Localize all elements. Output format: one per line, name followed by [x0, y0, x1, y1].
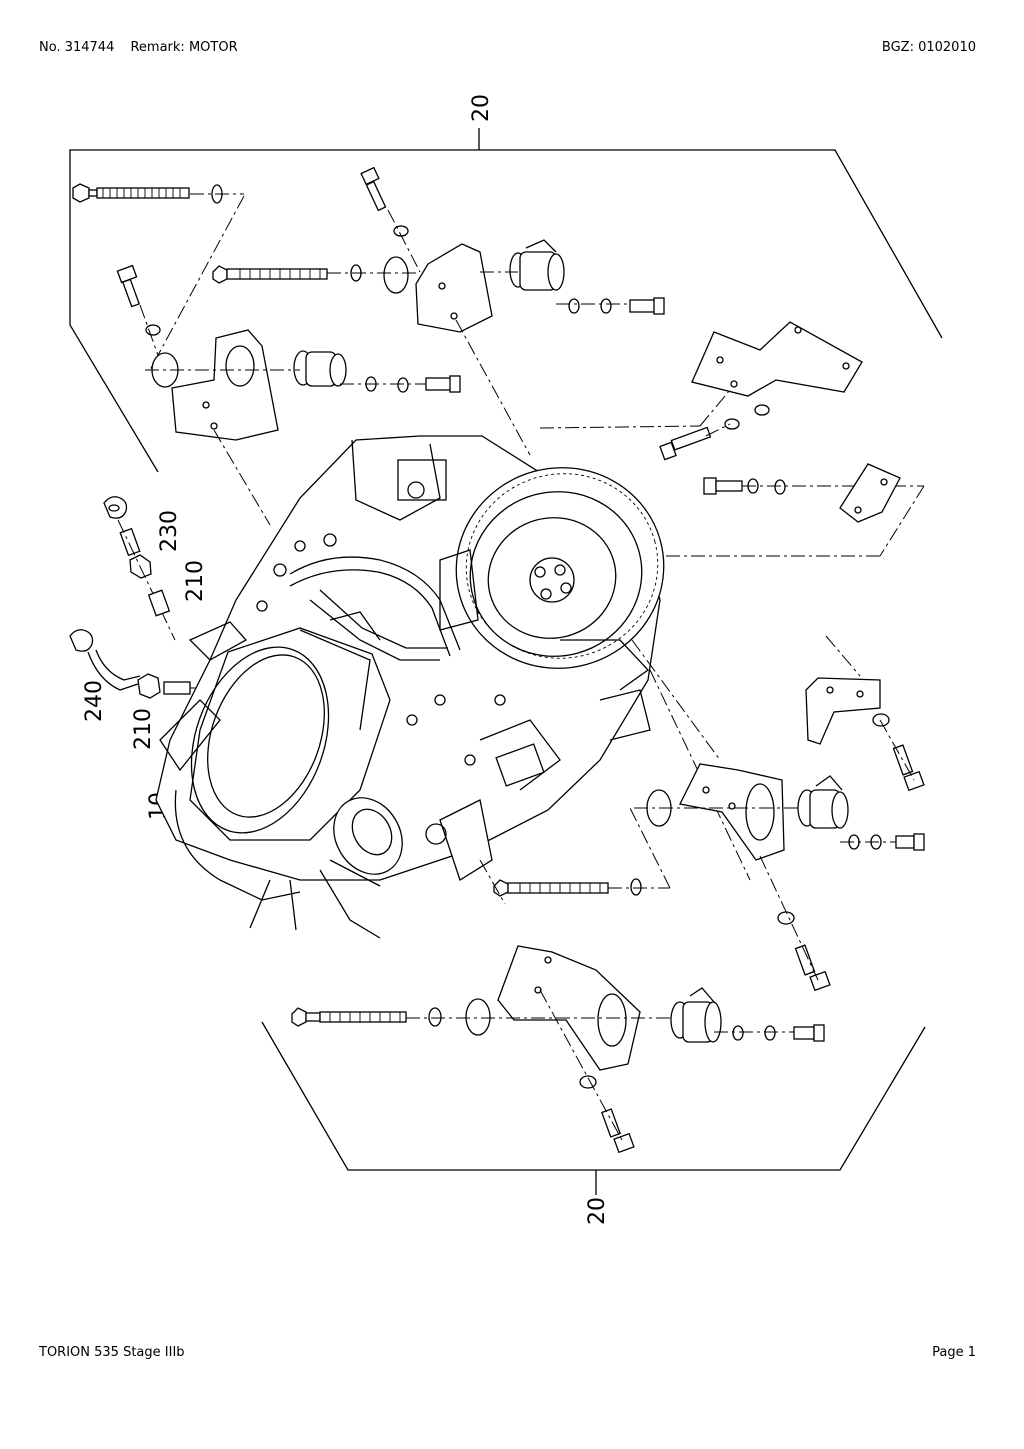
bgz-code: BGZ: 0102010: [881, 40, 976, 55]
mount-assembly-top-left: [72, 183, 461, 526]
footer-model: TORION 535 Stage IIIb: [39, 1345, 185, 1360]
group-outline-top: [69, 149, 943, 473]
remark: Remark: MOTOR: [130, 40, 238, 55]
callout-20-bottom[interactable]: 20: [585, 1197, 610, 1225]
hose-fittings-left: [69, 496, 240, 699]
group-outline-bottom: [261, 1021, 926, 1171]
mount-assembly-top-center: [212, 166, 665, 456]
mount-assembly-bottom: [291, 945, 825, 1154]
header-left: No. 314744 Remark: MOTOR: [39, 40, 238, 55]
callout-210-upper[interactable]: 210: [183, 560, 208, 602]
engine-block: [155, 435, 665, 939]
footer-page: Page 1: [932, 1345, 976, 1360]
mount-assembly-right-middle: [479, 635, 925, 992]
document-number: No. 314744: [39, 40, 115, 55]
callout-230[interactable]: 230: [157, 510, 182, 552]
callout-210-lower[interactable]: 210: [131, 708, 156, 750]
callout-20-top[interactable]: 20: [469, 94, 494, 122]
callout-240[interactable]: 240: [82, 680, 107, 722]
mount-assembly-top-right: [539, 321, 925, 557]
